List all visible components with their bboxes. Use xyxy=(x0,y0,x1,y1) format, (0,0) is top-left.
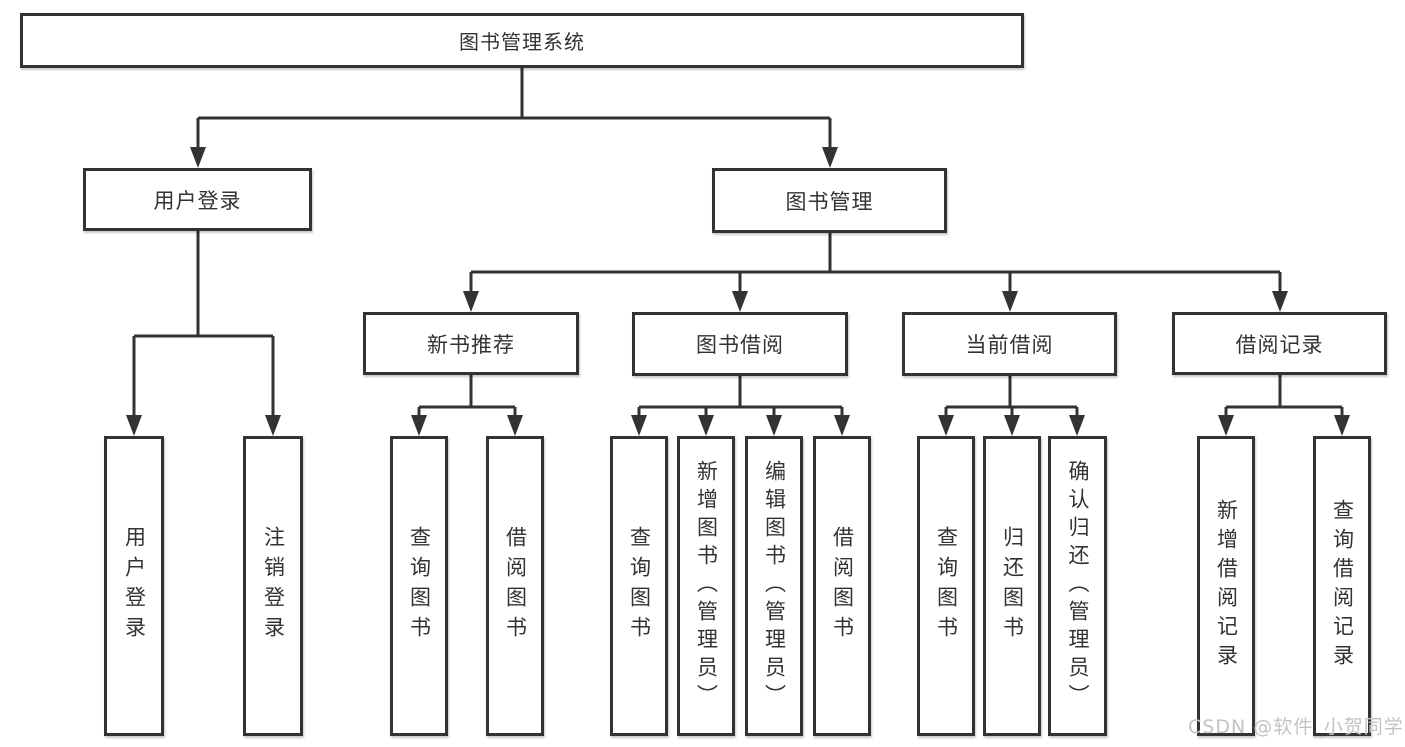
leaf-edit-books-admin: 编辑图书（管理员） xyxy=(745,436,803,736)
connector-newbookrec-to-leaves xyxy=(417,375,517,416)
arrowheads xyxy=(126,147,1350,436)
arrowhead-icon xyxy=(265,415,281,436)
leaf-query-borrow-record: 查询借阅记录 xyxy=(1313,436,1371,736)
connector-currentborrow-to-leaves xyxy=(944,376,1079,416)
arrowhead-icon xyxy=(732,291,748,312)
leaf-current-query-books: 查询图书 xyxy=(917,436,975,736)
arrowhead-icon xyxy=(1334,415,1350,436)
arrowhead-icon xyxy=(938,415,954,436)
leaf-logout: 注销登录 xyxy=(243,436,303,736)
connector-root-to-level2 xyxy=(196,68,832,147)
node-library-management-system: 图书管理系统 xyxy=(20,13,1024,68)
leaf-return-books: 归还图书 xyxy=(983,436,1041,736)
node-new-book-recommendation: 新书推荐 xyxy=(363,312,579,375)
node-user-login: 用户登录 xyxy=(83,168,312,231)
node-borrowing-records: 借阅记录 xyxy=(1172,312,1387,375)
arrowhead-icon xyxy=(190,147,206,168)
leaf-add-borrow-record: 新增借阅记录 xyxy=(1197,436,1255,736)
connector-bookmgmt-to-level3 xyxy=(469,233,1282,292)
arrowhead-icon xyxy=(822,147,838,168)
leaf-borrowing-borrow-books: 借阅图书 xyxy=(813,436,871,736)
node-book-management: 图书管理 xyxy=(712,168,947,233)
csdn-watermark: CSDN @软件_小贺同学 xyxy=(1188,716,1404,738)
arrowhead-icon xyxy=(698,415,714,436)
arrowhead-icon xyxy=(1272,291,1288,312)
connector-bookborrow-to-leaves xyxy=(637,376,844,416)
node-current-borrowing: 当前借阅 xyxy=(902,312,1117,376)
arrowhead-icon xyxy=(1002,291,1018,312)
arrowhead-icon xyxy=(766,415,782,436)
arrowhead-icon xyxy=(631,415,647,436)
leaf-recommend-query-books: 查询图书 xyxy=(390,436,448,736)
leaf-borrowing-query-books: 查询图书 xyxy=(610,436,668,736)
leaf-add-books-admin: 新增图书（管理员） xyxy=(677,436,735,736)
arrowhead-icon xyxy=(1069,415,1085,436)
connector-userlogin-to-leaves xyxy=(132,231,275,416)
leaf-recommend-borrow-books: 借阅图书 xyxy=(486,436,544,736)
node-book-borrowing: 图书借阅 xyxy=(632,312,848,376)
arrowhead-icon xyxy=(834,415,850,436)
arrowhead-icon xyxy=(1004,415,1020,436)
arrowhead-icon xyxy=(411,415,427,436)
arrowhead-icon xyxy=(463,291,479,312)
connector-borrowrecord-to-leaves xyxy=(1224,375,1344,416)
leaf-user-login: 用户登录 xyxy=(104,436,164,736)
arrowhead-icon xyxy=(126,415,142,436)
leaf-confirm-return-admin: 确认归还（管理员） xyxy=(1048,436,1107,736)
arrowhead-icon xyxy=(507,415,523,436)
arrowhead-icon xyxy=(1218,415,1234,436)
